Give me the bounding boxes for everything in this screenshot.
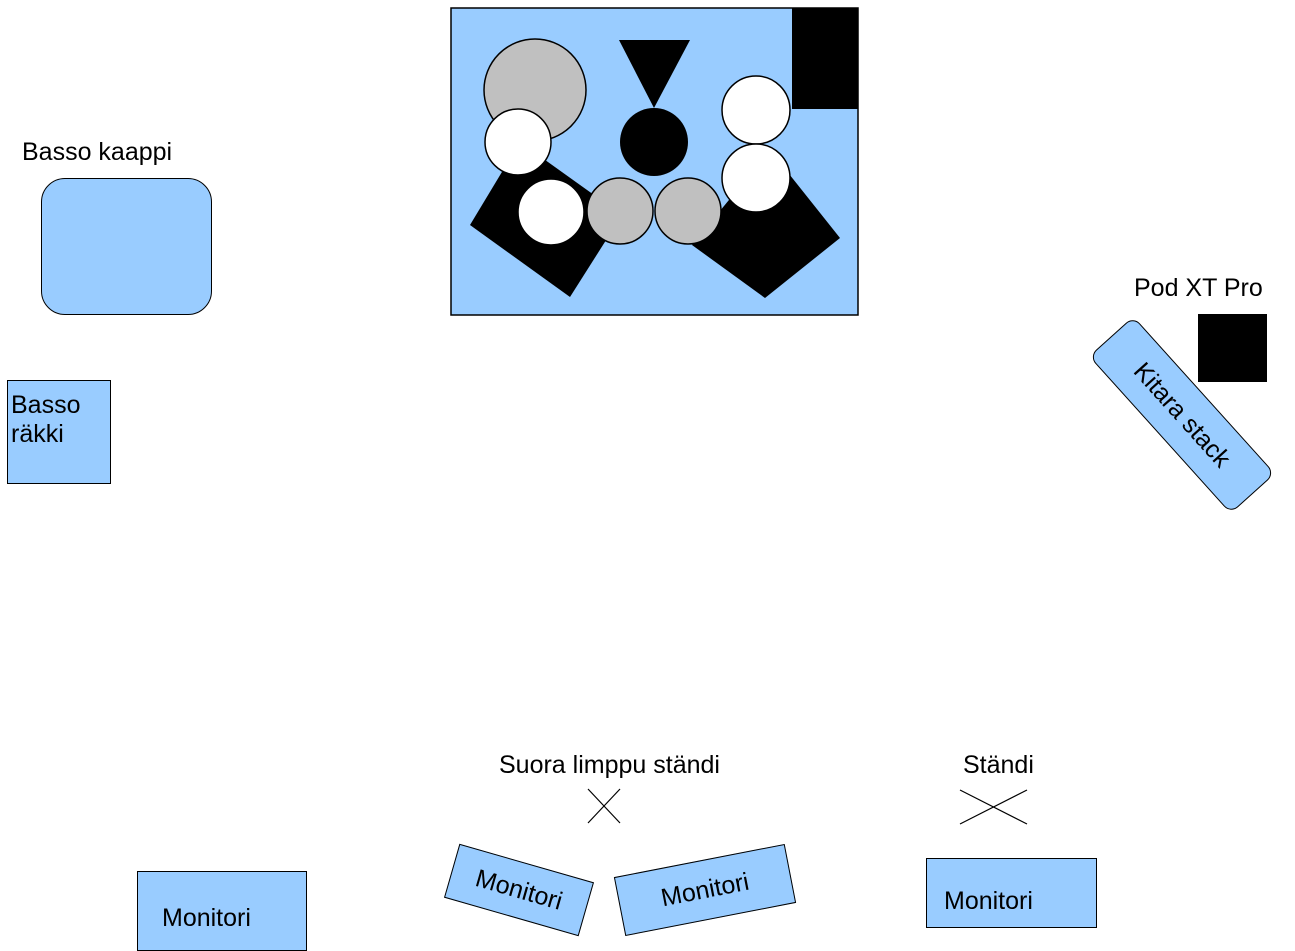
drum-throne-triangle: [619, 40, 690, 108]
drum-tom-left-top: [484, 108, 552, 176]
monitor-3-label: Monitori: [658, 867, 752, 912]
monitor-1-label: Monitori: [162, 904, 251, 932]
monitor-2-label: Monitori: [472, 863, 566, 916]
straight-stand-label: Suora limppu ständi: [499, 751, 720, 779]
bass-rack-label-1: Basso: [11, 391, 81, 419]
bass-rack-label-2: räkki: [11, 419, 64, 448]
stand-mark: [959, 789, 1028, 825]
drum-snare-right: [654, 177, 722, 245]
stand-label: Ständi: [963, 751, 1034, 779]
straight-stand-mark: [587, 788, 621, 824]
drum-tom-right-top: [721, 75, 791, 145]
drum-right-rug: [692, 150, 840, 298]
drum-tom-left-bottom: [517, 178, 585, 246]
pod-unit: [1198, 314, 1267, 382]
monitor-1: Monitori: [137, 871, 307, 951]
drum-tom-right-bottom: [721, 143, 791, 213]
drum-riser-corner-block: [792, 8, 858, 109]
drum-kick: [620, 108, 688, 176]
bass-rack: Basso räkki: [7, 380, 111, 484]
monitor-4: Monitori: [926, 858, 1097, 928]
pod-label: Pod XT Pro: [1134, 274, 1263, 302]
monitor-4-label: Monitori: [944, 887, 1033, 915]
bass-cab-label: Basso kaappi: [22, 138, 173, 166]
drum-snare-left: [586, 177, 654, 245]
bass-cab: [41, 178, 212, 315]
